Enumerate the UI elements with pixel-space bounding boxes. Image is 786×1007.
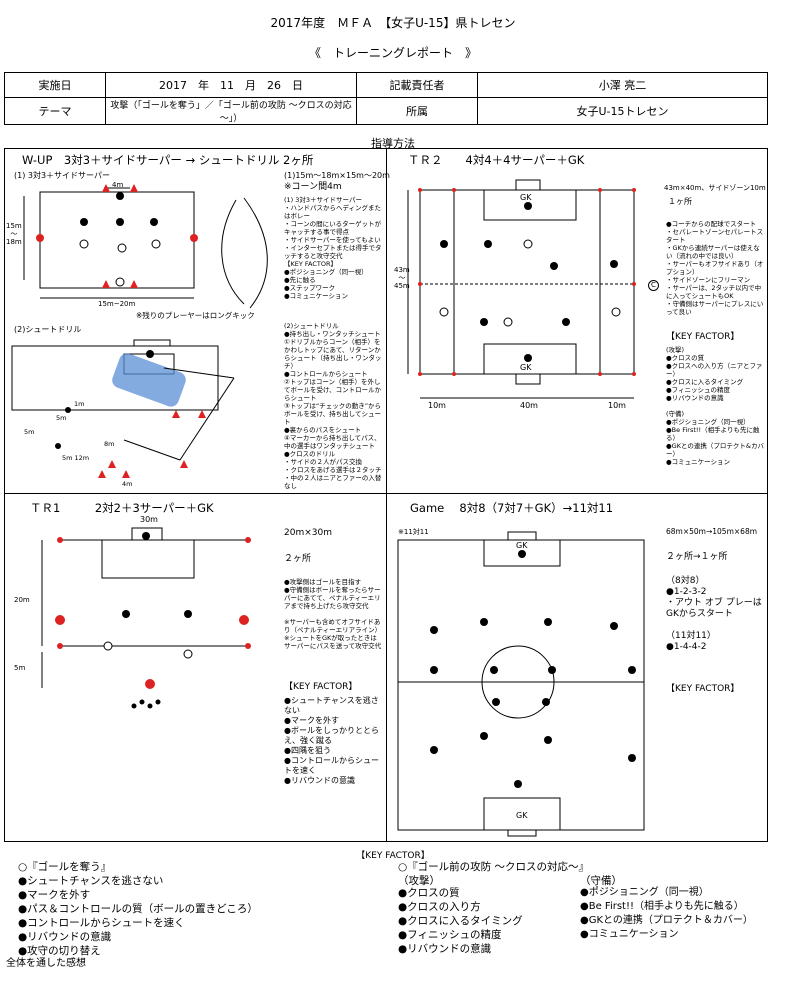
reporter-label: 記載責任者 (356, 72, 478, 98)
tr2-gk-bottom: GK (520, 363, 532, 372)
wup-white-players (79, 239, 161, 287)
drill-8m: 8m (104, 440, 115, 448)
reporter-value: 小澤 亮二 (477, 72, 768, 98)
section-label: 指導方法 (371, 137, 415, 150)
tr1-dim-left: 20m (14, 596, 30, 604)
date-value: 2017 年 11 月 26 日 (105, 72, 357, 98)
tr1-white-players (103, 641, 193, 659)
drill-paths (123, 367, 235, 461)
tr2-title: ＴＲ２ 4対4＋4サーパー＋GK (408, 153, 585, 167)
wup-kick-path (221, 197, 268, 309)
tr1-field-size: 20m×30m (284, 528, 332, 538)
wup-title: W-UP 3対3＋サイドサーパー → シュートドリル 2ヶ所 (22, 153, 314, 167)
tr2-kf-title: 【KEY FACTOR】 (666, 332, 740, 342)
drill-goal (133, 339, 171, 347)
game-note: ※11対11 (398, 528, 429, 536)
tr2-field (419, 189, 635, 375)
tr2-coach: C (648, 280, 659, 291)
drill-zone (112, 353, 186, 407)
tr2-white-players (439, 239, 621, 327)
game-count: ２ヶ所→１ヶ所 (666, 552, 728, 562)
report-title: 2017年度 ＭＦＡ 【女子U-15】県トレセン (270, 16, 516, 30)
game-field-size: 68m×50m→105m×68m (666, 527, 758, 536)
org-label: 所属 (356, 97, 478, 125)
wup-cone-gap: ※コーン間4m (284, 182, 342, 192)
horizontal-divider (4, 493, 768, 494)
wup-cones (102, 184, 138, 288)
report-subtitle: 《 トレーニングレポート 》 (308, 46, 477, 60)
wup-desc1: (1) 3対3＋サイドサーパー ・ハンドパスからヘディングまたはボレー ・コーン… (284, 196, 382, 260)
wup-field (39, 191, 195, 289)
wup-dim-top: 4m (112, 181, 124, 189)
vertical-divider (386, 148, 387, 842)
kf-summary-title: 【KEY FACTOR】 (356, 851, 430, 861)
tr1-count: ２ヶ所 (284, 554, 312, 564)
game-diagram (397, 531, 645, 837)
tr1-diagram (41, 527, 251, 709)
wup-diagram (11, 184, 268, 478)
tr1-markers (55, 537, 251, 689)
wup-rest-note: ※残りのプレーヤーはロングキック (136, 311, 255, 320)
drill-4m: 4m (122, 480, 133, 488)
theme-label: テーマ (4, 97, 106, 125)
drill-5m-b: 5m (24, 428, 35, 436)
drill-field (11, 345, 219, 411)
wup-kf-title: 【KEY FACTOR】 (284, 260, 338, 268)
wup-side-players (36, 234, 198, 242)
wup-black-players (80, 192, 158, 226)
game-kf-title: 【KEY FACTOR】 (666, 684, 740, 694)
tr2-d10b: 10m (608, 401, 626, 410)
game-gk-bottom: GK (516, 811, 528, 820)
drill-12m: 5m 12m (62, 454, 90, 462)
drill-players (55, 350, 154, 449)
tr1-balls (131, 699, 161, 709)
tr2-d10a: 10m (428, 401, 446, 410)
wup-desc2: (2)シュートドリル ●持ち出し・ワンタッチシュート ①ドリブルからコーン（相手… (284, 322, 382, 490)
drill-cones (98, 410, 206, 478)
tr2-dim-left: 43m ～ 45m (394, 266, 410, 290)
tr2-d40: 40m (520, 401, 538, 410)
wup-field-size: (1)15m～18m×15m～20m (284, 171, 390, 180)
wup-kf-items: ●ポジショニング（同一視） ●先に触る ●ステップワーク ●コミュニケーション (284, 268, 368, 300)
tr1-kf-title: 【KEY FACTOR】 (284, 682, 358, 692)
tr1-black-players (122, 532, 192, 618)
date-label: 実施日 (4, 72, 106, 98)
tr2-count: １ヶ所 (668, 197, 692, 206)
kf-right-items: ●ポジショニング（同一視） ●Be First!!（相手よりも先に触る） ●GK… (580, 887, 753, 940)
game-title: Game 8対8（7対7＋GK）→11対11 (410, 501, 614, 515)
theme-value: 攻撃（「ゴールを奪う」／「ゴール前の攻防 ～クロスの対応～」） (105, 97, 357, 125)
tr1-title: ＴＲ1 2対2＋3サーパー＋GK (30, 501, 214, 515)
tr2-diagram (407, 179, 636, 399)
tr2-gk-top: GK (520, 193, 532, 202)
game-black-players (430, 550, 636, 788)
tr1-desc: ●攻撃側はゴールを目指す ●守備側はボールを奪ったらサーパーにあてて、ペナルティ… (284, 578, 382, 650)
kf-left-head: ○『ゴールを奪う』 (18, 861, 112, 873)
tr2-kf-items: (攻撃) ●クロスの質 ●クロスへの入り方（ニアとファー） ●クロスに入るタイミ… (666, 346, 764, 466)
tr2-black-players (440, 202, 618, 362)
kf-left-items: ●シュートチャンスを逃さない ●マークを外す ●パス＆コントロールの質（ボールの… (18, 875, 258, 957)
org-value: 女子U-15トレセン (477, 97, 768, 125)
tr1-kf-items: ●シュートチャンスを逃さない ●マークを外す ●ボールをしっかりととらえ、強く蹴… (284, 696, 379, 785)
info-table: 実施日 2017 年 11 月 26 日 記載責任者 小澤 亮二 テーマ 攻撃（… (4, 72, 768, 125)
wup-sub2: (2)シュートドリル (14, 325, 82, 334)
drill-1m: 1m (74, 400, 85, 408)
wup-dim-left: 15m ～ 18m (6, 222, 22, 246)
tr2-field-size: 43m×40m、サイドゾーン10m (664, 184, 766, 192)
tr2-markers (418, 188, 636, 376)
footer-impressions: 全体を通した感想 (6, 958, 86, 969)
kf-mid-items: ●クロスの質 ●クロスの入り方 ●クロスに入るタイミング ●フィニッシュの精度 … (398, 887, 523, 955)
kf-mid-sub: （攻撃） (398, 875, 440, 887)
game-gk-top: GK (516, 541, 528, 550)
tr1-dim-5m: 5m (14, 664, 26, 672)
wup-sub1: (1) 3対3＋サイドサーパー (14, 171, 110, 180)
tr1-dim-top: 30m (140, 515, 158, 524)
wup-dim-bottom: 15m~20m (98, 300, 136, 308)
game-desc: （8対8） ●1-2-3-2 ・アウト オブ プレーはGKからスタート （11対… (666, 576, 762, 652)
kf-mid-head: ○『ゴール前の攻防 ～クロスの対応～』 (398, 861, 589, 873)
kf-right-sub: （守備） (580, 875, 622, 887)
drill-5m: 5m (56, 414, 67, 422)
tr2-desc: ●コーチからの配球でスタート ・セパレートゾーンセパレートスタート ・GKから連… (666, 220, 764, 316)
